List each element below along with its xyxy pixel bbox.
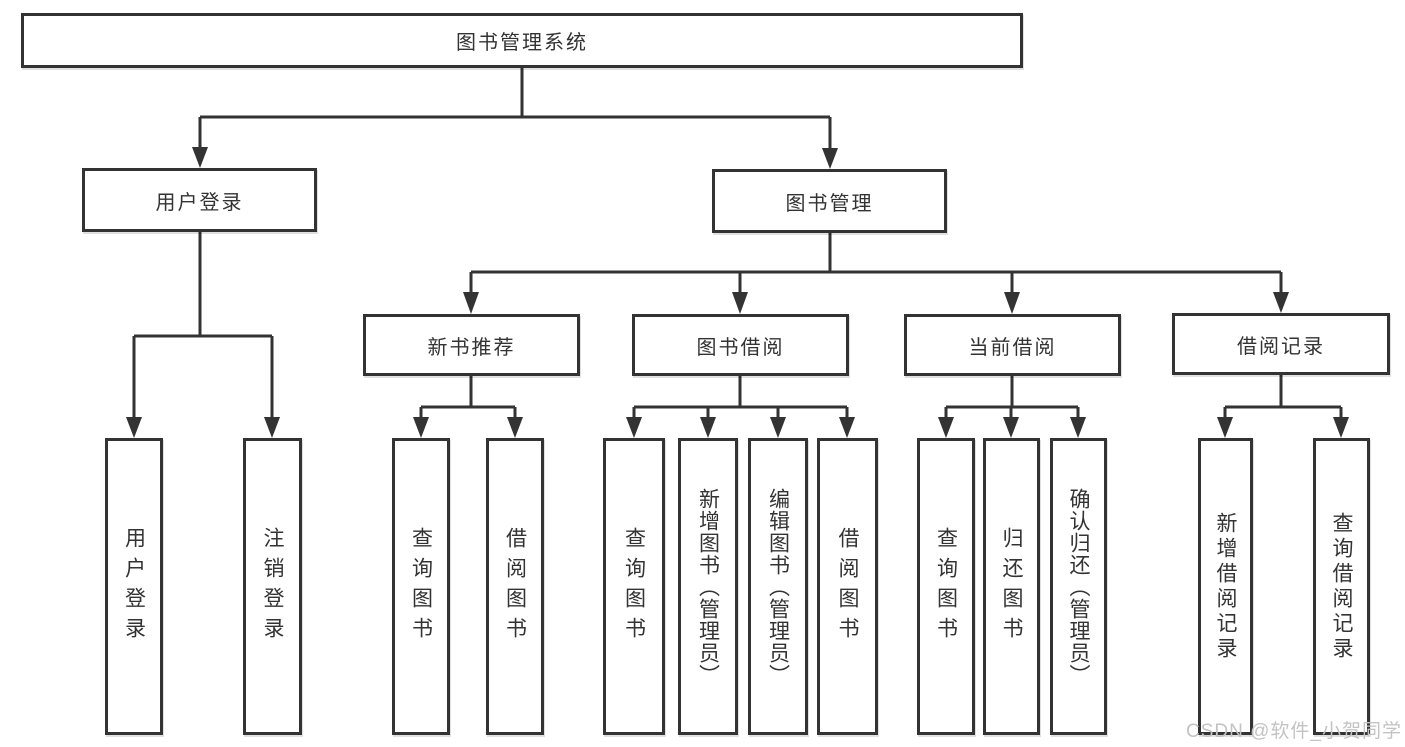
leaf-query-book-2-label: 查询图书	[622, 526, 646, 647]
leaf-logout-label: 注销登录	[261, 526, 284, 647]
leaf-edit-book-admin-label: 编辑图书（管理员）	[766, 487, 790, 686]
system-root-label: 图书管理系统	[456, 32, 588, 54]
leaf-confirm-return-admin: 确认归还（管理员）	[1050, 438, 1107, 735]
new-book-recommend-box: 新书推荐	[363, 314, 580, 376]
leaf-borrow-book-2-label: 借阅图书	[836, 526, 859, 647]
leaf-borrow-book-1: 借阅图书	[486, 438, 544, 735]
borrow-record-label: 借阅记录	[1237, 335, 1325, 358]
leaf-add-borrow-record: 新增借阅记录	[1198, 438, 1253, 735]
leaf-query-borrow-record-label: 查询借阅记录	[1330, 511, 1353, 662]
leaf-query-book-2: 查询图书	[603, 438, 665, 735]
borrow-record-box: 借阅记录	[1172, 313, 1390, 375]
leaf-query-book-3: 查询图书	[917, 438, 975, 735]
leaf-borrow-book-2: 借阅图书	[817, 438, 878, 735]
leaf-confirm-return-admin-label: 确认归还（管理员）	[1067, 487, 1090, 686]
book-borrow-label: 图书借阅	[696, 336, 785, 359]
leaf-return-book-label: 归还图书	[1000, 526, 1023, 647]
leaf-add-book-admin-label: 新增图书（管理员）	[696, 487, 720, 686]
user-login-label: 用户登录	[155, 191, 244, 214]
new-book-recommend-label: 新书推荐	[427, 336, 516, 359]
leaf-add-book-admin: 新增图书（管理员）	[678, 438, 738, 735]
leaf-query-book-1-label: 查询图书	[409, 526, 433, 647]
book-management-label: 图书管理	[785, 192, 874, 215]
leaf-borrow-book-1-label: 借阅图书	[503, 526, 527, 647]
leaf-query-borrow-record: 查询借阅记录	[1313, 438, 1370, 735]
current-borrow-label: 当前借阅	[968, 336, 1057, 359]
leaf-logout: 注销登录	[243, 438, 302, 735]
leaf-query-book-3-label: 查询图书	[934, 526, 958, 647]
leaf-query-book-1: 查询图书	[392, 438, 450, 735]
book-management-box: 图书管理	[712, 169, 947, 233]
watermark: CSDN @软件_小贺同学	[1186, 721, 1402, 742]
system-root-box: 图书管理系统	[21, 13, 1023, 68]
leaf-user-login-label: 用户登录	[122, 526, 146, 647]
arrowheads	[126, 147, 1349, 438]
user-login-box: 用户登录	[82, 168, 317, 232]
leaf-user-login: 用户登录	[105, 438, 163, 735]
leaf-edit-book-admin: 编辑图书（管理员）	[748, 438, 808, 735]
book-borrow-box: 图书借阅	[632, 314, 849, 376]
leaf-return-book: 归还图书	[983, 438, 1040, 735]
leaf-add-borrow-record-label: 新增借阅记录	[1214, 511, 1237, 662]
current-borrow-box: 当前借阅	[904, 314, 1121, 376]
